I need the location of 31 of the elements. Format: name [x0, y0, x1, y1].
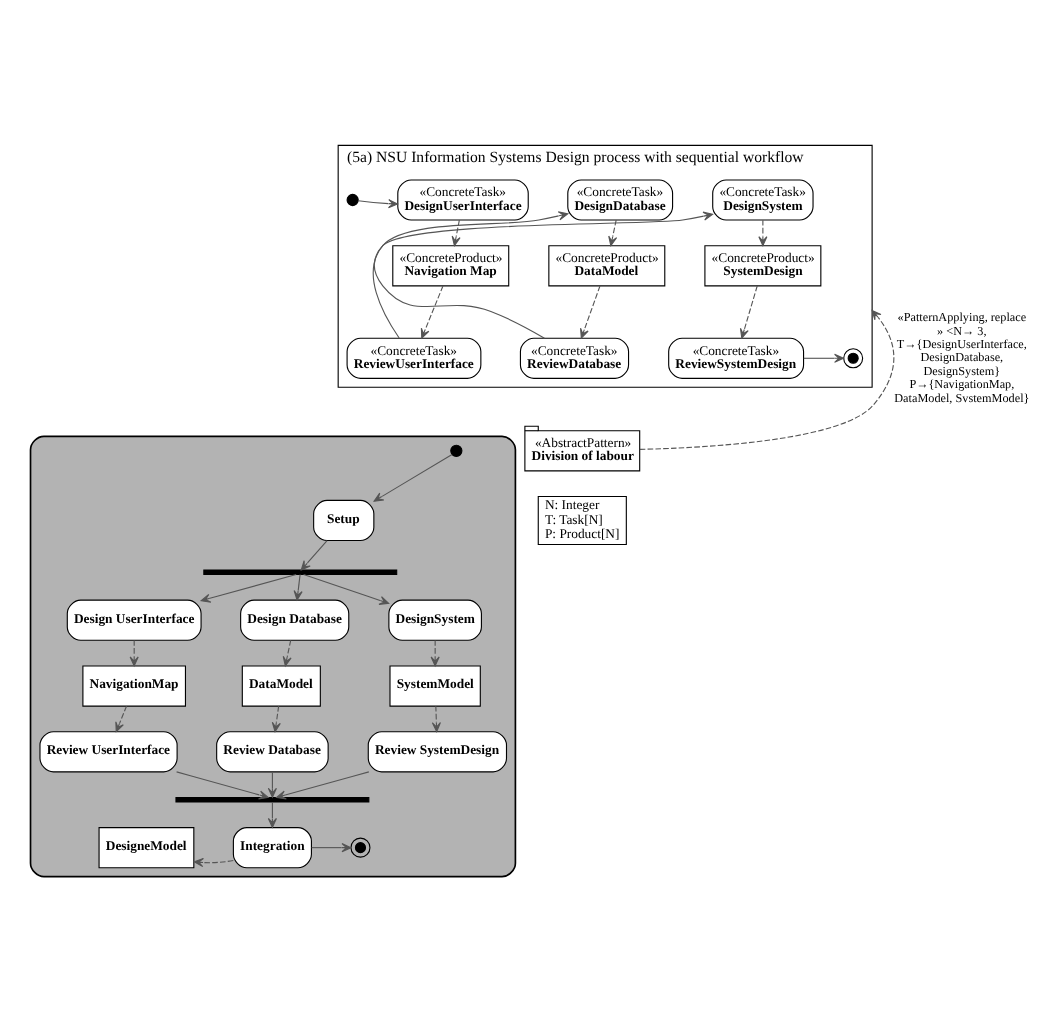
node-circle [450, 443, 463, 456]
arrow [373, 210, 714, 338]
arrow [803, 352, 845, 362]
arrow [193, 856, 234, 867]
arrow [372, 210, 569, 338]
arrow [639, 308, 895, 449]
arrow [200, 573, 297, 602]
arrow [176, 770, 269, 799]
arrow [420, 284, 444, 338]
arrow [293, 573, 303, 600]
node-bar [203, 568, 398, 575]
arrow [739, 284, 758, 338]
arrow [276, 770, 370, 799]
arrow [282, 638, 292, 666]
arrow [430, 638, 440, 666]
cluster [29, 434, 517, 877]
arrow [303, 573, 390, 604]
arrow [431, 704, 441, 732]
arrow [580, 284, 601, 338]
arrow [129, 638, 139, 666]
arrow [451, 218, 461, 246]
arrow [271, 704, 281, 732]
arrow [758, 218, 768, 246]
node-bar [175, 795, 370, 802]
arrow [115, 704, 128, 732]
node-circle [346, 192, 359, 206]
arrow [373, 452, 453, 501]
arrow [608, 218, 618, 246]
arrow [357, 198, 399, 208]
arrow [300, 539, 328, 570]
arrow [311, 842, 352, 852]
